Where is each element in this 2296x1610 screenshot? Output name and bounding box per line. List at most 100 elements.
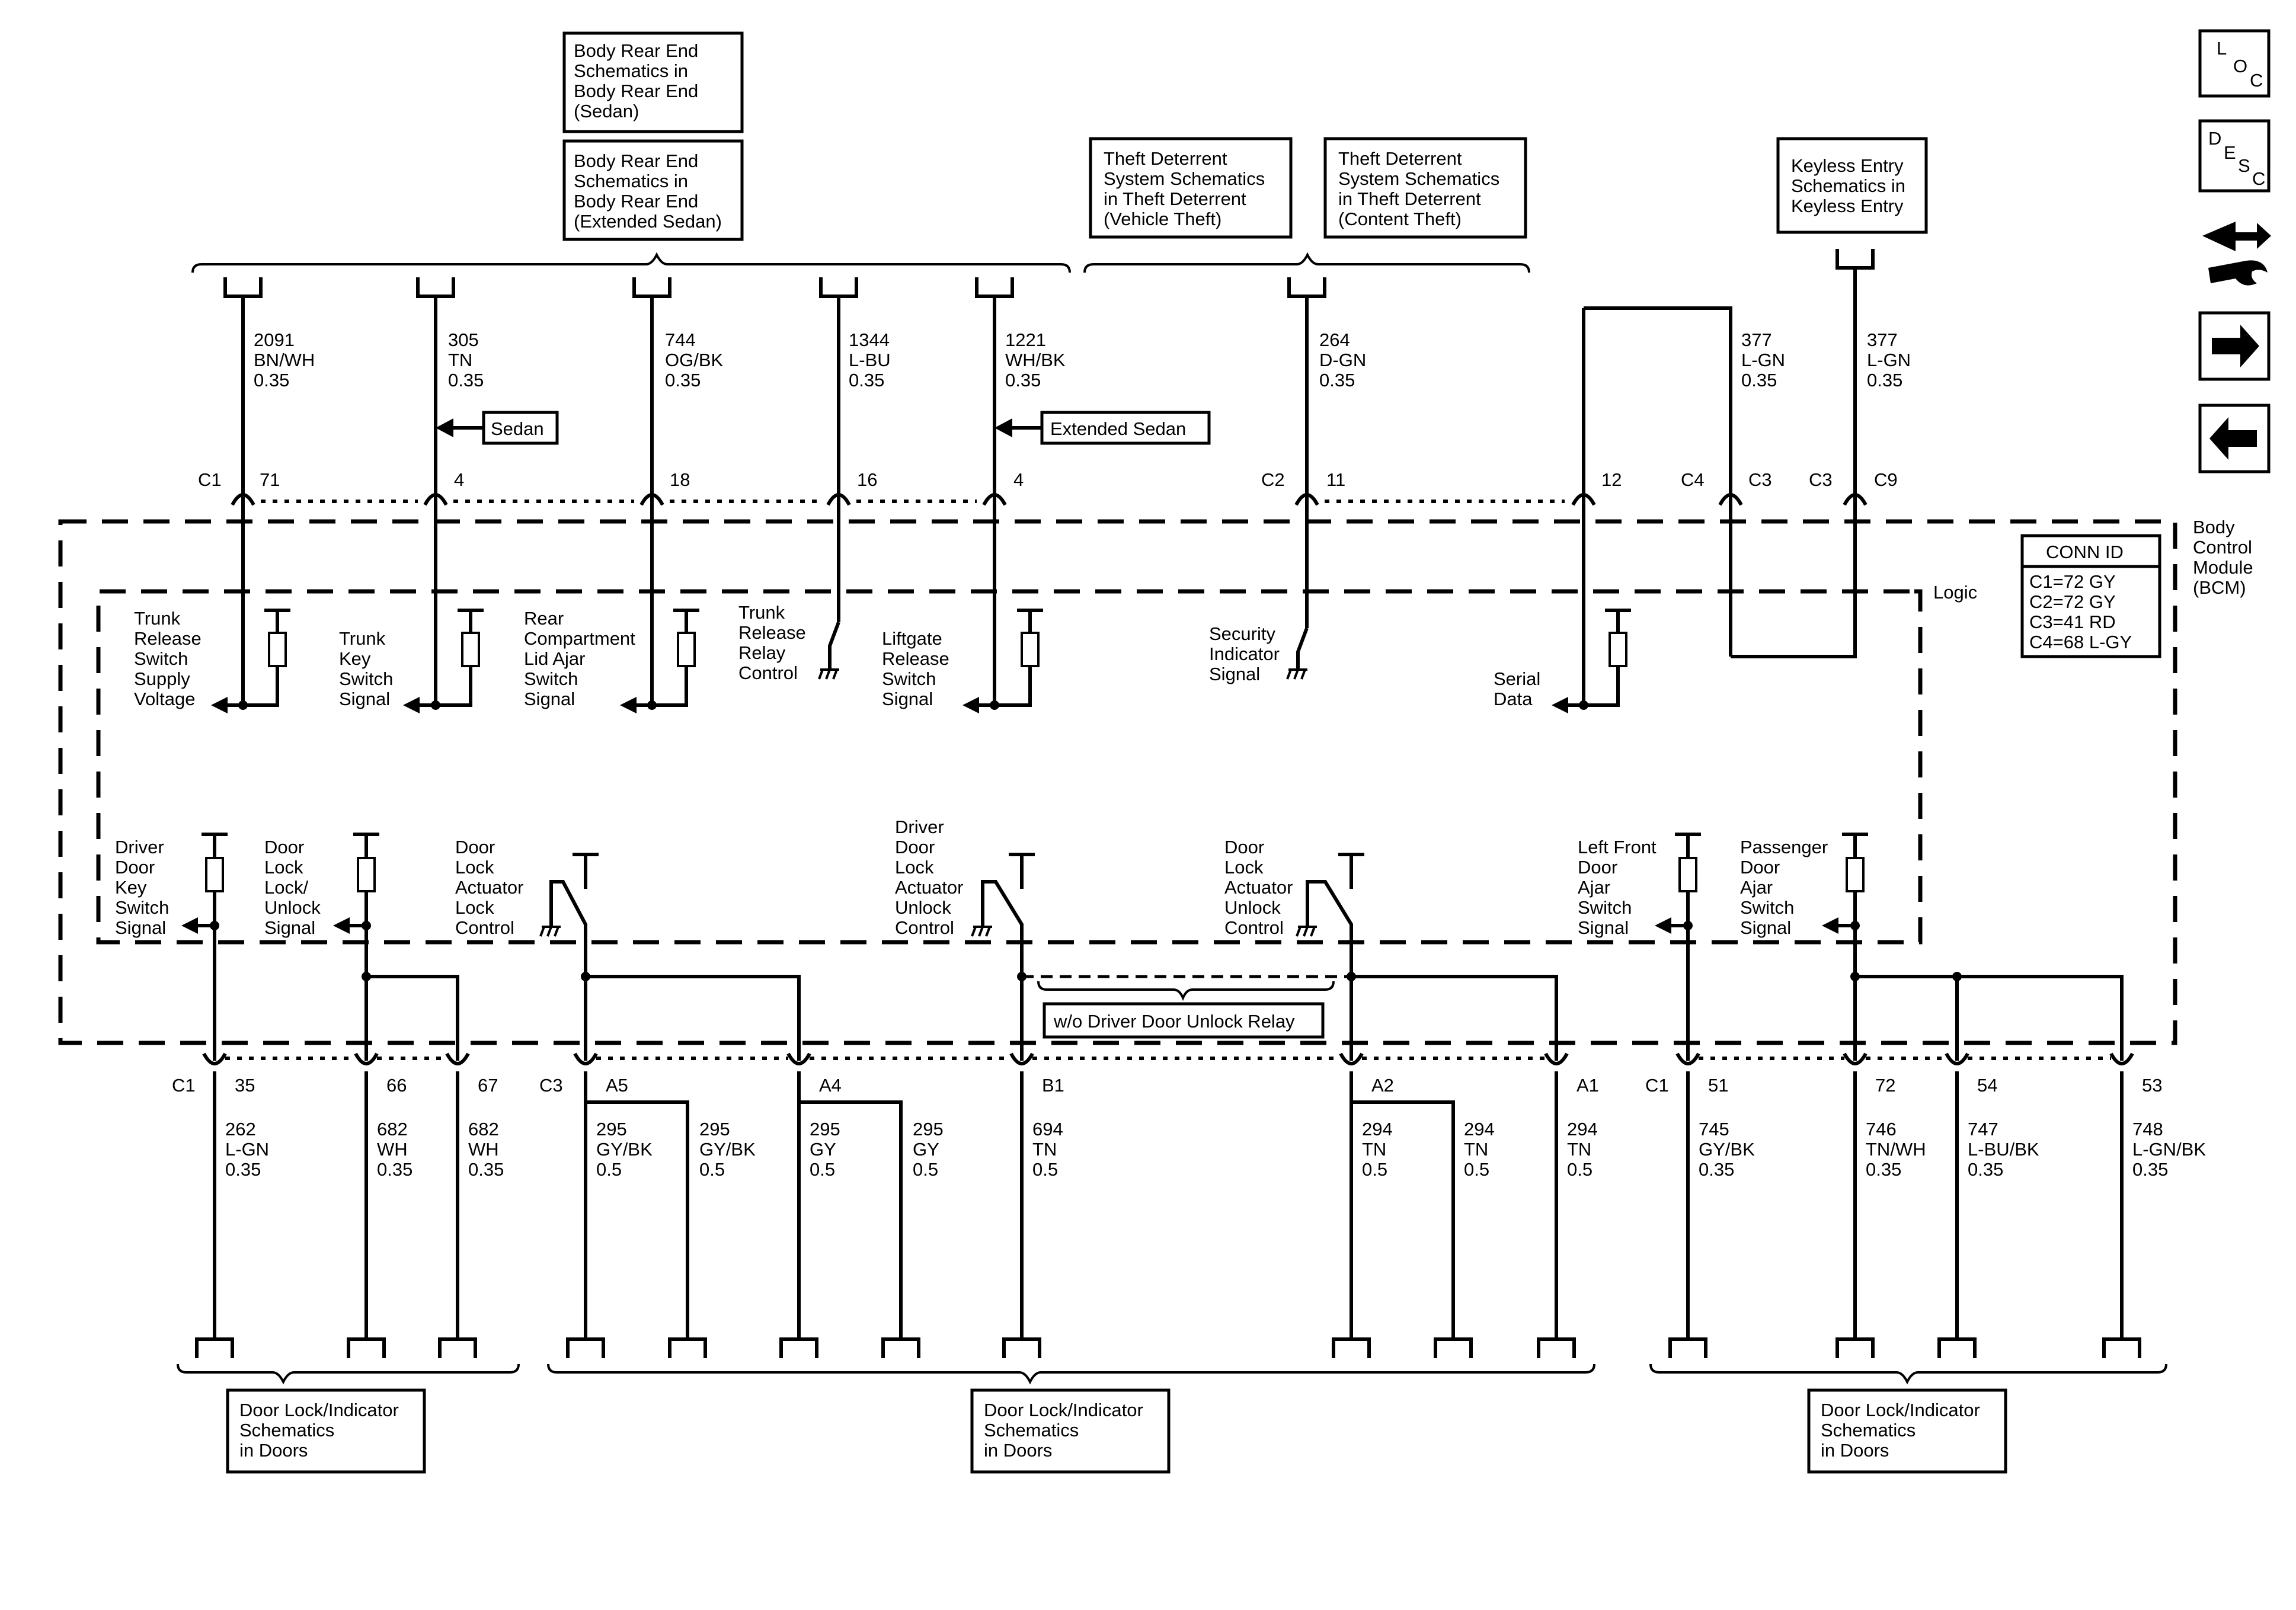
brace-bottom-right xyxy=(1649,1363,2167,1385)
signal-line: Key xyxy=(115,877,147,898)
wire-color: GY xyxy=(913,1139,939,1160)
connector-id: C3 xyxy=(1809,469,1833,490)
connector-wrench-icon[interactable] xyxy=(2202,222,2271,286)
bcm-name-line: Body xyxy=(2193,517,2235,537)
ref-keyless-entry[interactable]: Keyless Entry Schematics in Keyless Entr… xyxy=(1776,137,1928,234)
wire-gauge: 0.5 xyxy=(913,1159,938,1180)
wire-gauge: 0.35 xyxy=(665,370,701,391)
pin-number: 71 xyxy=(260,469,280,490)
option-no-unlock-relay: w/o Driver Door Unlock Relay xyxy=(1043,1002,1325,1039)
bcm-name-line: Module xyxy=(2193,557,2253,578)
wire-circuit: 745 xyxy=(1699,1119,1729,1140)
wire-color: GY xyxy=(810,1139,836,1160)
bottom-signal-labels: Driver Door Key Switch Signal Door Lock … xyxy=(115,817,1828,938)
pin-number: C9 xyxy=(1874,469,1898,490)
wire-color: L-GN/BK xyxy=(2132,1139,2206,1160)
pin-number: 67 xyxy=(478,1075,498,1096)
ref-line: Theft Deterrent xyxy=(1338,148,1462,169)
wire-gauge: 0.5 xyxy=(596,1159,622,1180)
signal-line: Switch xyxy=(134,648,188,669)
wire-color: L-BU xyxy=(849,350,891,370)
desc-button[interactable]: D E S C xyxy=(2198,119,2271,193)
wire-color: TN xyxy=(1032,1139,1057,1160)
ref-body-rear-extended[interactable]: Body Rear End Schematics in Body Rear En… xyxy=(562,139,744,241)
conn-id-title: CONN ID xyxy=(2046,542,2124,562)
connector-id: C4 xyxy=(1681,469,1705,490)
ref-theft-vehicle[interactable]: Theft Deterrent System Schematics in The… xyxy=(1089,137,1293,239)
ref-door-lock-right[interactable]: Door Lock/Indicator Schematics in Doors xyxy=(1807,1388,2007,1474)
wire-gauge: 0.35 xyxy=(448,370,484,391)
conn-id-row: C4=68 L-GY xyxy=(2029,632,2132,652)
signal-line: Switch xyxy=(882,668,936,689)
signal-line: Unlock xyxy=(895,897,951,918)
signal-line: Release xyxy=(738,622,806,643)
wire-circuit: 747 xyxy=(1968,1119,1998,1140)
ref-door-lock-left[interactable]: Door Lock/Indicator Schematics in Doors xyxy=(226,1388,426,1474)
signal-line: Ajar xyxy=(1578,877,1610,898)
left-arrow-icon xyxy=(2209,417,2257,460)
wire-color: L-GN xyxy=(1867,350,1911,370)
ref-body-rear-sedan[interactable]: Body Rear End Schematics in Body Rear En… xyxy=(562,31,744,133)
ref-line: System Schematics xyxy=(1338,168,1499,189)
wire-gauge: 0.35 xyxy=(254,370,289,391)
signal-line: Control xyxy=(738,662,798,683)
signal-line: Door xyxy=(264,837,304,857)
prev-page-button[interactable] xyxy=(2198,404,2271,473)
logic-label: Logic xyxy=(1933,582,1977,603)
ref-line: Body Rear End xyxy=(574,81,698,101)
ref-line: Keyless Entry xyxy=(1791,196,1904,216)
conn-id-row: C2=72 GY xyxy=(2029,591,2116,612)
bcm-name-line: Control xyxy=(2193,537,2252,558)
pin-number: B1 xyxy=(1042,1075,1064,1096)
ref-line: Keyless Entry xyxy=(1791,155,1904,176)
logic-outline xyxy=(96,589,1923,945)
ref-theft-content[interactable]: Theft Deterrent System Schematics in The… xyxy=(1323,137,1527,239)
pin-number: A4 xyxy=(819,1075,842,1096)
bottom-wire-labels: C1 35 66 67 C3 A5 A4 B1 A2 A1 C1 51 72 5… xyxy=(172,1075,2206,1180)
wire-color: WH xyxy=(377,1139,408,1160)
pin-number: 51 xyxy=(1708,1075,1728,1096)
wire-gauge: 0.5 xyxy=(1464,1159,1489,1180)
ref-line: Body Rear End xyxy=(574,151,698,171)
wire-circuit: 294 xyxy=(1362,1119,1393,1140)
brace-top-left xyxy=(191,252,1071,273)
wire-color: WH/BK xyxy=(1005,350,1066,370)
wire-color: TN xyxy=(1464,1139,1488,1160)
ref-line: Door Lock/Indicator xyxy=(239,1400,399,1420)
wire-gauge: 0.5 xyxy=(699,1159,725,1180)
pin-number: 66 xyxy=(386,1075,407,1096)
wire-gauge: 0.35 xyxy=(468,1159,504,1180)
signal-line: Compartment xyxy=(524,628,635,649)
loc-button[interactable]: L O C xyxy=(2198,29,2271,98)
ref-line: Schematics in xyxy=(574,60,688,81)
wire-gauge: 0.35 xyxy=(1866,1159,1901,1180)
wire-circuit: 305 xyxy=(448,329,479,350)
wire-color: BN/WH xyxy=(254,350,315,370)
wire-color: TN xyxy=(1567,1139,1591,1160)
ref-line: in Theft Deterrent xyxy=(1338,188,1481,209)
signal-line: Passenger xyxy=(1740,837,1828,857)
pin-number: 12 xyxy=(1601,469,1622,490)
ref-door-lock-mid[interactable]: Door Lock/Indicator Schematics in Doors xyxy=(970,1388,1171,1474)
top-wire-labels: 2091 BN/WH 0.35 305 TN 0.35 744 OG/BK 0.… xyxy=(198,329,1911,490)
signal-line: Actuator xyxy=(455,877,523,898)
wire-circuit: 295 xyxy=(699,1119,730,1140)
signal-line: Data xyxy=(1494,689,1533,709)
signal-line: Actuator xyxy=(895,877,963,898)
wire-gauge: 0.35 xyxy=(225,1159,261,1180)
signal-line: Signal xyxy=(1740,917,1791,938)
signal-line: Unlock xyxy=(264,897,321,918)
signal-line: Serial xyxy=(1494,668,1540,689)
signal-line: Signal xyxy=(264,917,315,938)
ref-line: Door Lock/Indicator xyxy=(984,1400,1143,1420)
next-page-button[interactable] xyxy=(2198,311,2271,381)
wire-circuit: 746 xyxy=(1866,1119,1897,1140)
signal-line: Lid Ajar xyxy=(524,648,585,669)
wire-color: L-GN xyxy=(225,1139,269,1160)
pin-number: 18 xyxy=(670,469,690,490)
brace-bottom-mid xyxy=(547,1363,1595,1385)
desc-c: C xyxy=(2252,168,2265,189)
ref-line: (Extended Sedan) xyxy=(574,211,722,232)
desc-d: D xyxy=(2208,128,2221,149)
pin-number: 53 xyxy=(2142,1075,2162,1096)
